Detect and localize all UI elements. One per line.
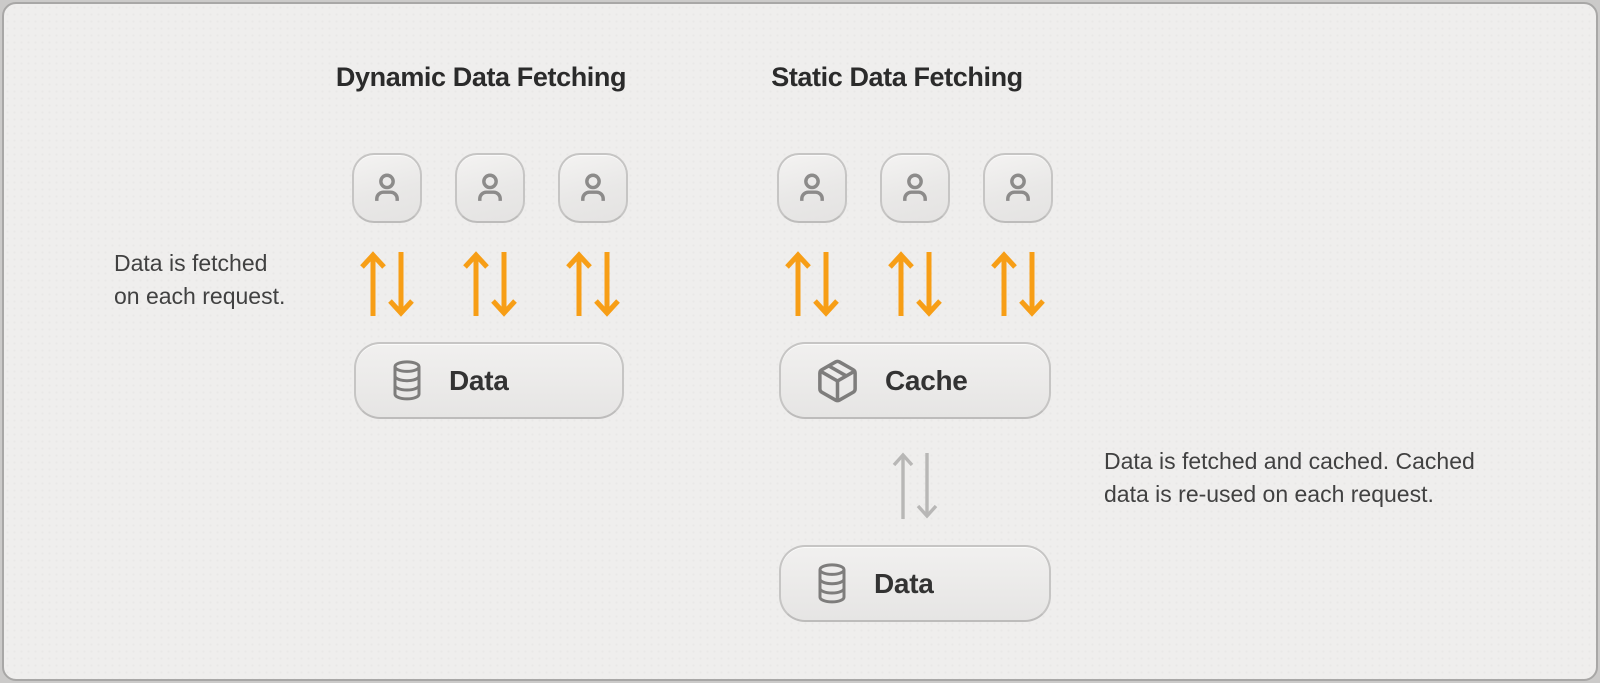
user-icon [1006,173,1030,201]
up-down-arrows-icon [888,251,942,317]
up-down-arrows-icon [360,251,414,317]
up-down-arrows-icon [892,452,938,519]
static-caption: Data is fetched and cached. Cached data … [1104,445,1524,511]
caption-line: on each request. [114,283,286,309]
data-box: Data [779,545,1051,622]
data-box-label: Data [874,567,934,599]
database-icon [818,563,846,604]
data-box-label: Data [449,364,509,396]
user-icon [478,173,502,201]
cache-box-label: Cache [885,364,968,396]
caption-line: data is re-used on each request. [1104,481,1434,507]
dynamic-fetching-title: Dynamic Data Fetching [335,62,627,92]
user-tile [352,153,422,223]
up-down-arrows-icon [991,251,1045,317]
user-icon [800,173,824,201]
static-fetching-title: Static Data Fetching [771,62,1023,92]
database-icon [393,360,421,401]
user-tile [880,153,950,223]
user-tile [777,153,847,223]
user-tile [455,153,525,223]
user-icon [903,173,927,201]
up-down-arrows-icon [785,251,839,317]
data-box: Data [354,342,624,419]
package-icon [818,359,857,402]
dynamic-caption: Data is fetched on each request. [114,247,344,313]
user-tile [558,153,628,223]
user-icon [375,173,399,201]
caption-line: Data is fetched and cached. Cached [1104,448,1475,474]
caption-line: Data is fetched [114,250,268,276]
user-tile [983,153,1053,223]
up-down-arrows-icon [566,251,620,317]
up-down-arrows-icon [463,251,517,317]
cache-box: Cache [779,342,1051,419]
user-icon [581,173,605,201]
